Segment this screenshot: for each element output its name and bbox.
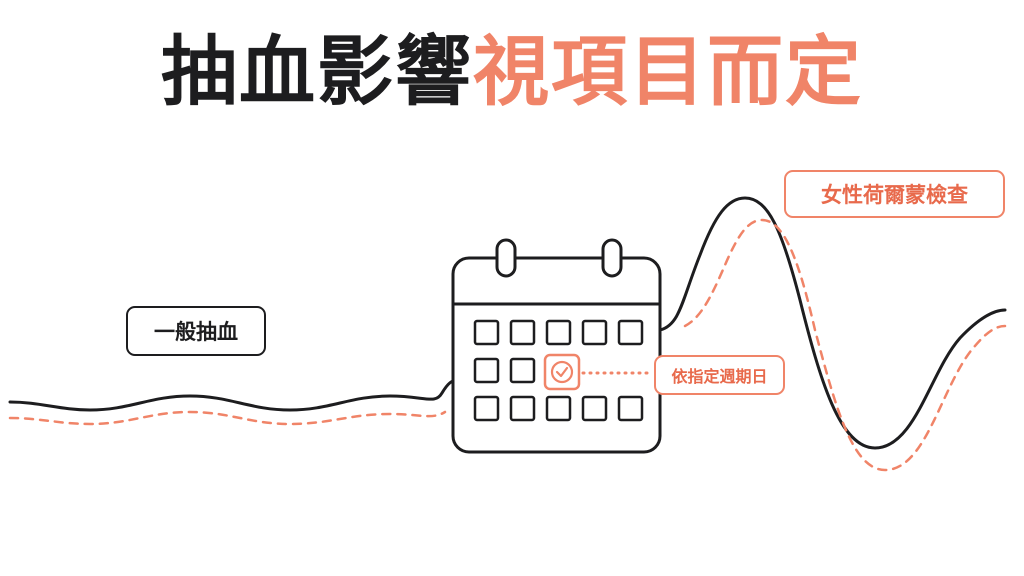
page-title: 抽血影響視項目而定 — [0, 22, 1024, 122]
label-cycle-text: 依指定週期日 — [671, 367, 768, 386]
title-accent-part: 視項目而定 — [473, 27, 863, 116]
label-hormone-text: 女性荷爾蒙檢查 — [821, 183, 968, 207]
label-general-blood-draw: 一般抽血 — [126, 306, 266, 356]
checkmark-circle-icon — [543, 353, 581, 391]
wave-line-solid — [8, 196, 1007, 450]
calendar-icon — [451, 238, 662, 454]
label-female-hormone-test: 女性荷爾蒙檢查 — [784, 170, 1005, 218]
title-dark-part: 抽血影響 — [161, 27, 473, 116]
label-general-text: 一般抽血 — [154, 320, 238, 344]
wave-line-dashed — [8, 218, 1007, 472]
label-cycle-day: 依指定週期日 — [654, 355, 785, 395]
